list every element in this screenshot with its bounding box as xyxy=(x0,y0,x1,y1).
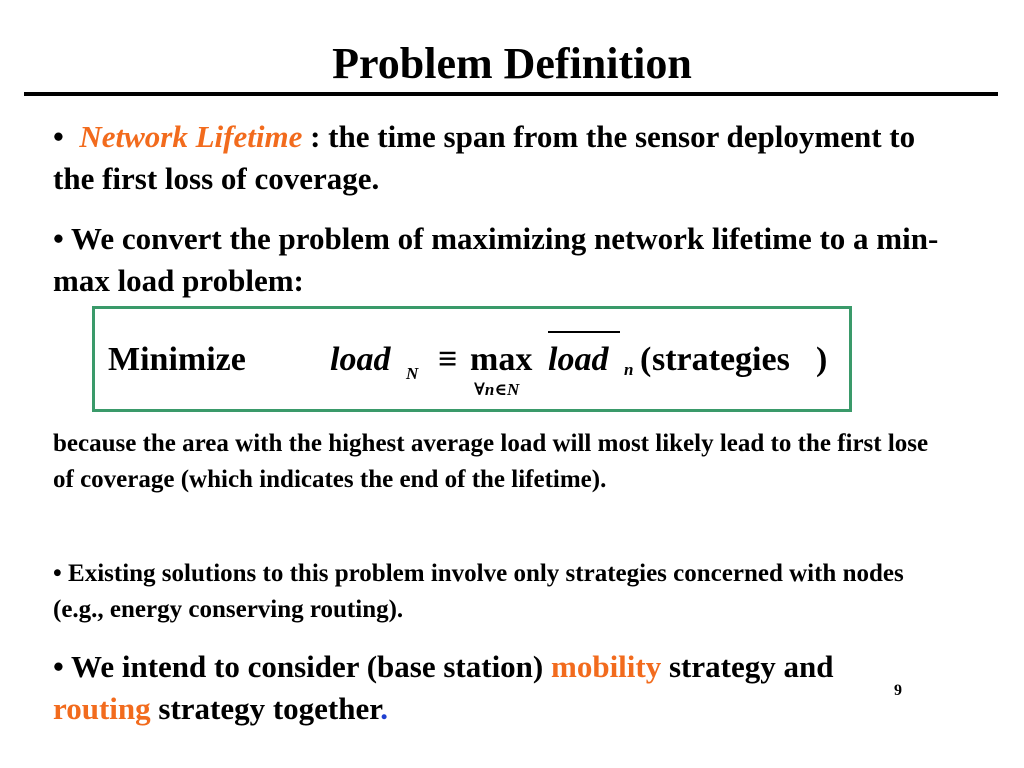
bullet-network-lifetime: • Network Lifetime : the time span from … xyxy=(53,116,953,200)
network-lifetime-definition: : the time span from the sensor deployme… xyxy=(53,119,916,196)
mobility-highlight: mobility xyxy=(551,649,662,684)
formula-paren-open: ( xyxy=(640,341,652,378)
because-paragraph: because the area with the highest averag… xyxy=(53,430,929,493)
final-period: . xyxy=(380,691,388,726)
bullet-dot: • xyxy=(53,560,62,587)
bullet-dot: • xyxy=(53,649,64,684)
bullet-intend-consider: • We intend to consider (base station) m… xyxy=(53,646,853,730)
bullet-dot: • xyxy=(53,119,64,154)
bullet-existing-solutions: • Existing solutions to this problem inv… xyxy=(53,556,953,628)
formula-max-subscript: ∀n∈N xyxy=(474,380,520,399)
title-rule xyxy=(24,92,998,96)
routing-highlight: routing xyxy=(53,691,151,726)
formula-minimize: Minimize xyxy=(108,341,246,378)
formula-load-area: load xyxy=(548,341,609,378)
slide-number: 9 xyxy=(894,682,902,699)
formula-equiv: ≡ xyxy=(438,341,458,378)
convert-problem-text: We convert the problem of maximizing net… xyxy=(53,221,939,298)
formula-subscript-n: n xyxy=(624,360,634,379)
slide-title: Problem Definition xyxy=(332,39,692,88)
formula-max: max xyxy=(470,341,533,378)
formula-subscript-N: N xyxy=(406,364,419,383)
formula-average-bar xyxy=(548,331,620,333)
bullet-convert-problem: • We convert the problem of maximizing n… xyxy=(53,218,953,302)
bullet-dot: • xyxy=(53,221,64,256)
formula-paren-close: ) xyxy=(816,341,828,378)
intend-text-c: strategy together xyxy=(150,691,381,726)
existing-solutions-text: Existing solutions to this problem invol… xyxy=(53,560,904,623)
intend-text-b: strategy and xyxy=(661,649,834,684)
term-network-lifetime: Network Lifetime xyxy=(79,119,303,154)
formula-box xyxy=(92,306,852,412)
intend-text-a: We intend to consider (base station) xyxy=(63,649,551,684)
formula-load-total: load xyxy=(330,341,391,378)
formula-strategies: strategies xyxy=(652,341,790,378)
